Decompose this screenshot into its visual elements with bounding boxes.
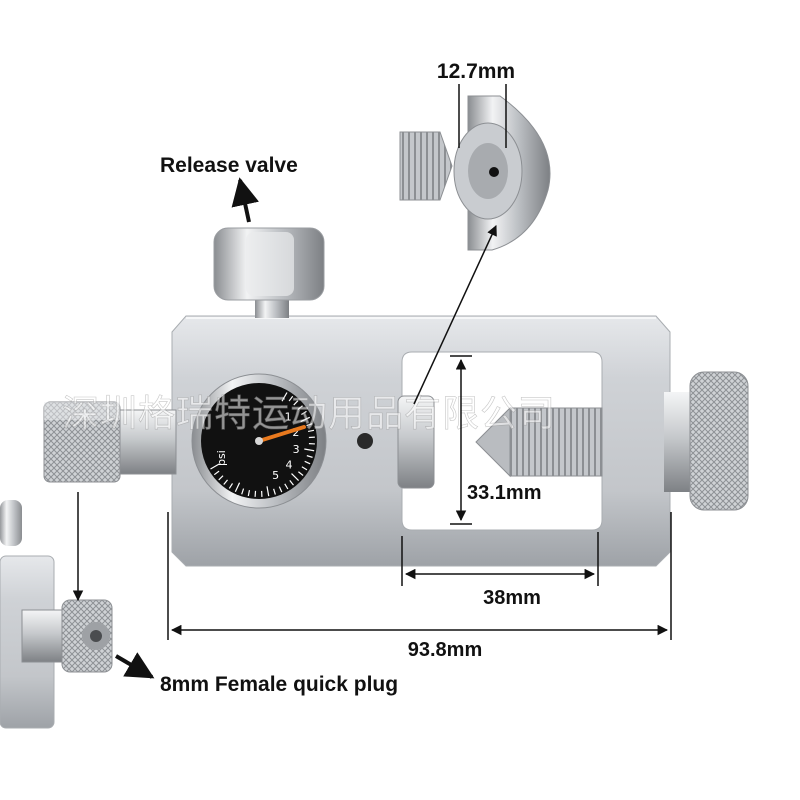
gauge-tick <box>293 400 299 406</box>
left-quick-connector <box>43 401 177 483</box>
detail-pointer-arrow <box>413 225 497 405</box>
release-valve-arrow <box>231 177 259 223</box>
gauge-tick <box>218 475 224 481</box>
dim-total-label: 93.8mm <box>408 639 483 661</box>
female-plug-arrow <box>114 652 155 679</box>
dim-height-label: 33.1mm <box>467 482 542 504</box>
pressure-gauge: 12 345 psi <box>191 373 327 509</box>
gauge-tick <box>247 489 251 497</box>
gauge-tick <box>266 486 270 497</box>
detail-socket-part <box>453 95 551 251</box>
gauge-tick <box>304 448 315 452</box>
gauge-tick-label: 5 <box>272 469 279 482</box>
gauge-tick <box>278 486 283 493</box>
gauge-tick <box>223 479 229 485</box>
gauge-tick <box>301 410 307 416</box>
gauge-tick-label: 2 <box>292 426 299 439</box>
dim-width-label: 38mm <box>483 587 541 609</box>
dim-total-length: 93.8mm <box>167 512 672 661</box>
gauge-tick <box>281 392 288 402</box>
filling-pin <box>397 395 603 489</box>
gauge-tick <box>298 471 304 476</box>
gauge-tick <box>300 416 311 423</box>
detail-cone-part <box>399 131 453 201</box>
gauge-tick <box>307 429 315 433</box>
gauge-tick <box>284 483 289 490</box>
gauge-tick-label: 4 <box>285 458 292 471</box>
dim-window-height: 33.1mm <box>450 355 542 525</box>
gauge-tick <box>288 395 294 402</box>
gauge-tick <box>241 488 245 495</box>
gauge-tick <box>301 466 308 471</box>
gauge-tick <box>213 470 220 476</box>
gauge-tick-label: 1 <box>285 411 292 424</box>
gauge-needle <box>257 425 306 443</box>
gauge-unit: psi <box>215 450 228 466</box>
watermark-text: 深圳格瑞特运动用品有限公司 <box>62 392 556 435</box>
gauge-tick <box>289 480 294 486</box>
gauge-tick <box>304 460 311 465</box>
right-knurled-knob <box>664 371 749 511</box>
dim-thread-diameter: 12.7mm <box>437 60 515 148</box>
female-plug-body <box>0 500 113 729</box>
gauge-tick <box>210 463 220 470</box>
adapter-body <box>171 315 671 567</box>
gauge-tick <box>228 483 234 489</box>
dim-thread-label: 12.7mm <box>437 60 515 83</box>
bleed-hole <box>357 433 373 449</box>
release-valve-label: Release valve <box>160 154 298 177</box>
gauge-tick <box>291 473 300 482</box>
gauge-tick <box>297 405 303 411</box>
gauge-tick <box>306 423 313 427</box>
gauge-tick <box>234 482 241 493</box>
female-plug-label: 8mm Female quick plug <box>160 673 398 696</box>
release-valve-knob <box>213 227 325 318</box>
gauge-tick <box>273 488 276 495</box>
dim-window-width: 38mm <box>401 532 599 609</box>
gauge-tick-marks: 12 345 <box>210 392 315 497</box>
gauge-tick-label: 3 <box>293 443 300 456</box>
gauge-tick <box>306 455 313 458</box>
